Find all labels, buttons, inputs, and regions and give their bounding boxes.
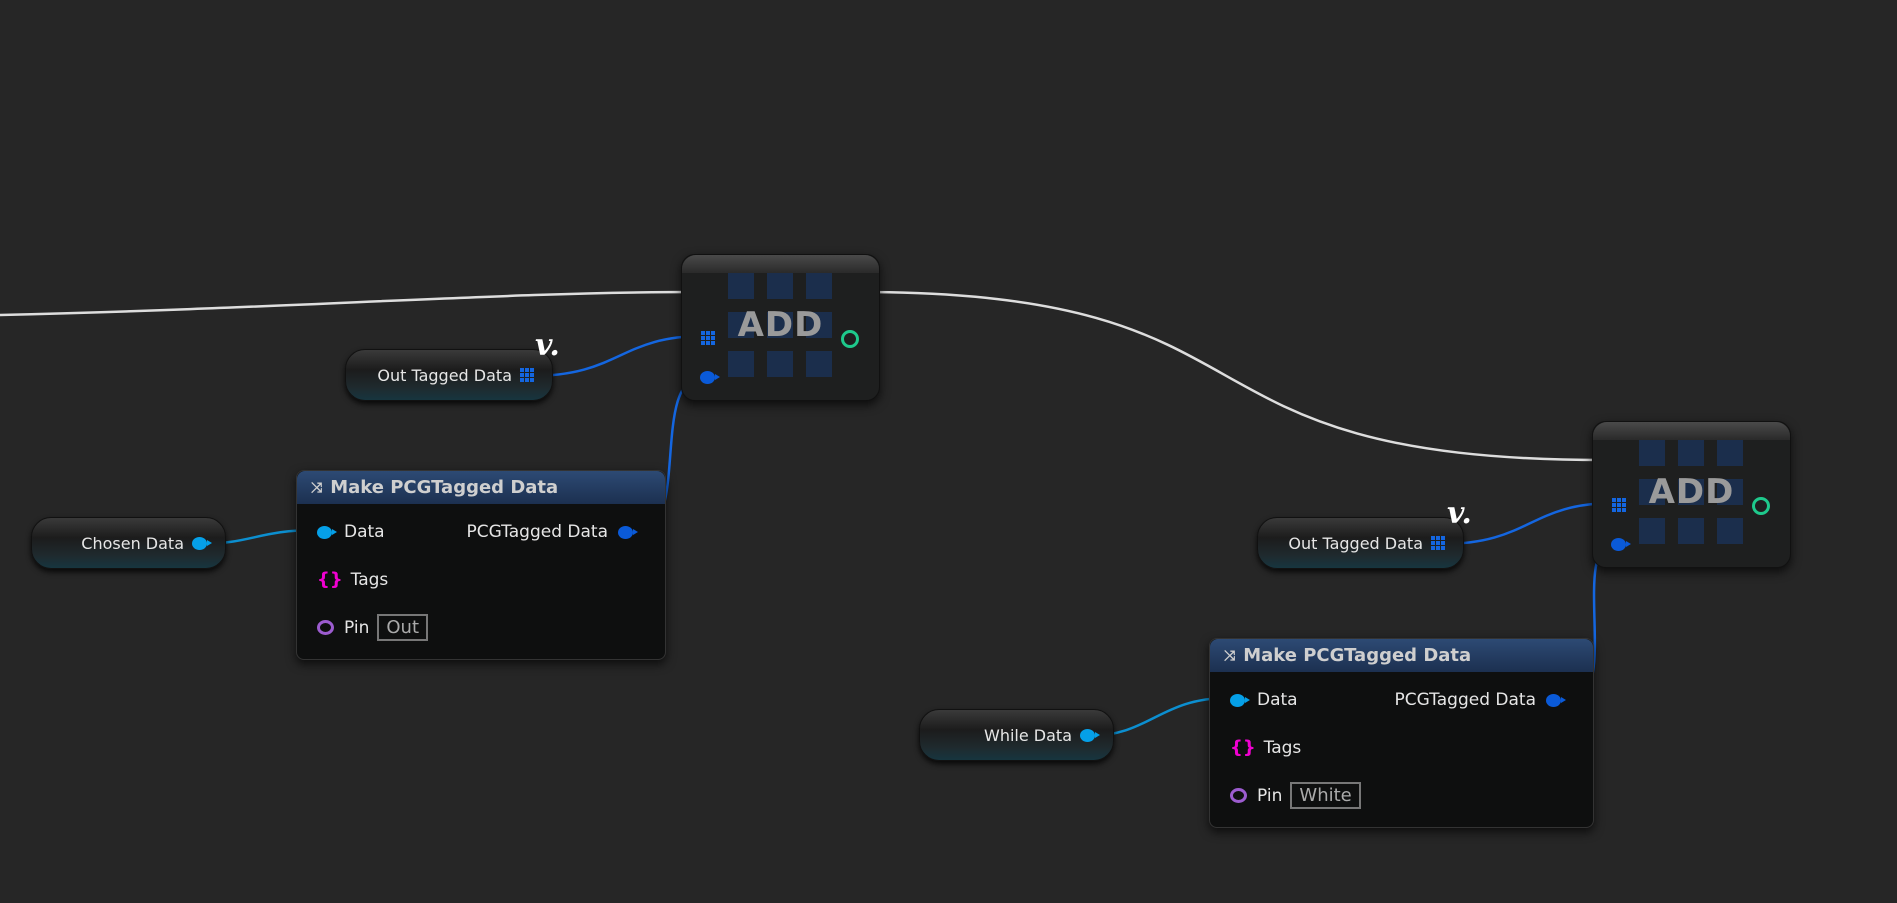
tags-pin-icon[interactable]: {} bbox=[317, 569, 343, 590]
output-pin-icon[interactable] bbox=[618, 525, 638, 539]
function-icon: ⤨ bbox=[311, 479, 323, 496]
pin-pin-icon[interactable] bbox=[317, 620, 334, 635]
node-title: Make PCGTagged Data bbox=[330, 477, 559, 498]
pin-pin-icon[interactable] bbox=[1230, 788, 1247, 803]
variable-out-tagged-data[interactable]: Out Tagged Data bbox=[345, 349, 553, 401]
array-pin-icon[interactable] bbox=[701, 331, 715, 345]
data-wire bbox=[1441, 501, 1615, 546]
add-node-title: ADD bbox=[1648, 472, 1735, 512]
function-icon: ⤨ bbox=[1224, 647, 1236, 664]
pin-label: Tags bbox=[1263, 737, 1302, 758]
pin-label: PCGTagged Data bbox=[1394, 690, 1536, 710]
pin-input[interactable]: Out bbox=[377, 614, 429, 641]
variable-out-tagged-data[interactable]: Out Tagged Data bbox=[1257, 517, 1464, 569]
data-pin-icon[interactable] bbox=[1611, 538, 1631, 551]
output-pin-icon[interactable] bbox=[1752, 497, 1770, 515]
variable-while-data[interactable]: While Data bbox=[919, 709, 1114, 761]
add-node[interactable]: ADD bbox=[681, 254, 880, 401]
pin-label: Data bbox=[344, 522, 385, 542]
make-pcg-tagged-data-node[interactable]: ⤨ Make PCGTagged Data Data PCGTagged Data… bbox=[296, 470, 666, 660]
tags-pin-icon[interactable]: {} bbox=[1230, 737, 1256, 758]
pin-label: Pin bbox=[344, 617, 370, 638]
variable-label: While Data bbox=[984, 725, 1072, 745]
data-pin-icon[interactable] bbox=[317, 525, 337, 539]
make-pcg-tagged-data-node[interactable]: ⤨ Make PCGTagged Data Data PCGTagged Data… bbox=[1209, 638, 1594, 828]
variable-label: Out Tagged Data bbox=[377, 365, 512, 385]
exec-wire bbox=[0, 290, 701, 317]
array-pin-icon[interactable] bbox=[520, 368, 534, 382]
data-wire bbox=[529, 334, 704, 378]
output-pin-icon[interactable] bbox=[841, 330, 859, 348]
array-pin-icon[interactable] bbox=[1612, 498, 1626, 512]
pin-label: Pin bbox=[1257, 785, 1283, 806]
array-pin-icon[interactable] bbox=[1431, 536, 1445, 550]
pin-input[interactable]: White bbox=[1290, 782, 1361, 809]
data-pin-icon[interactable] bbox=[1230, 693, 1250, 707]
variable-chosen-data[interactable]: Chosen Data bbox=[31, 517, 226, 569]
add-node-title: ADD bbox=[737, 305, 824, 345]
pin-label: Tags bbox=[350, 569, 389, 590]
data-pin-icon[interactable] bbox=[192, 536, 212, 550]
data-pin-icon[interactable] bbox=[700, 371, 720, 384]
data-pin-icon[interactable] bbox=[1080, 728, 1100, 742]
variable-icon: v. bbox=[1447, 496, 1472, 531]
variable-label: Out Tagged Data bbox=[1288, 533, 1423, 553]
pin-label: PCGTagged Data bbox=[466, 522, 608, 542]
output-pin-icon[interactable] bbox=[1546, 693, 1566, 707]
node-title: Make PCGTagged Data bbox=[1243, 645, 1472, 666]
exec-wire bbox=[857, 290, 1605, 462]
variable-label: Chosen Data bbox=[81, 533, 184, 553]
variable-icon: v. bbox=[535, 328, 560, 363]
pin-label: Data bbox=[1257, 690, 1298, 710]
add-node[interactable]: ADD bbox=[1592, 421, 1791, 568]
